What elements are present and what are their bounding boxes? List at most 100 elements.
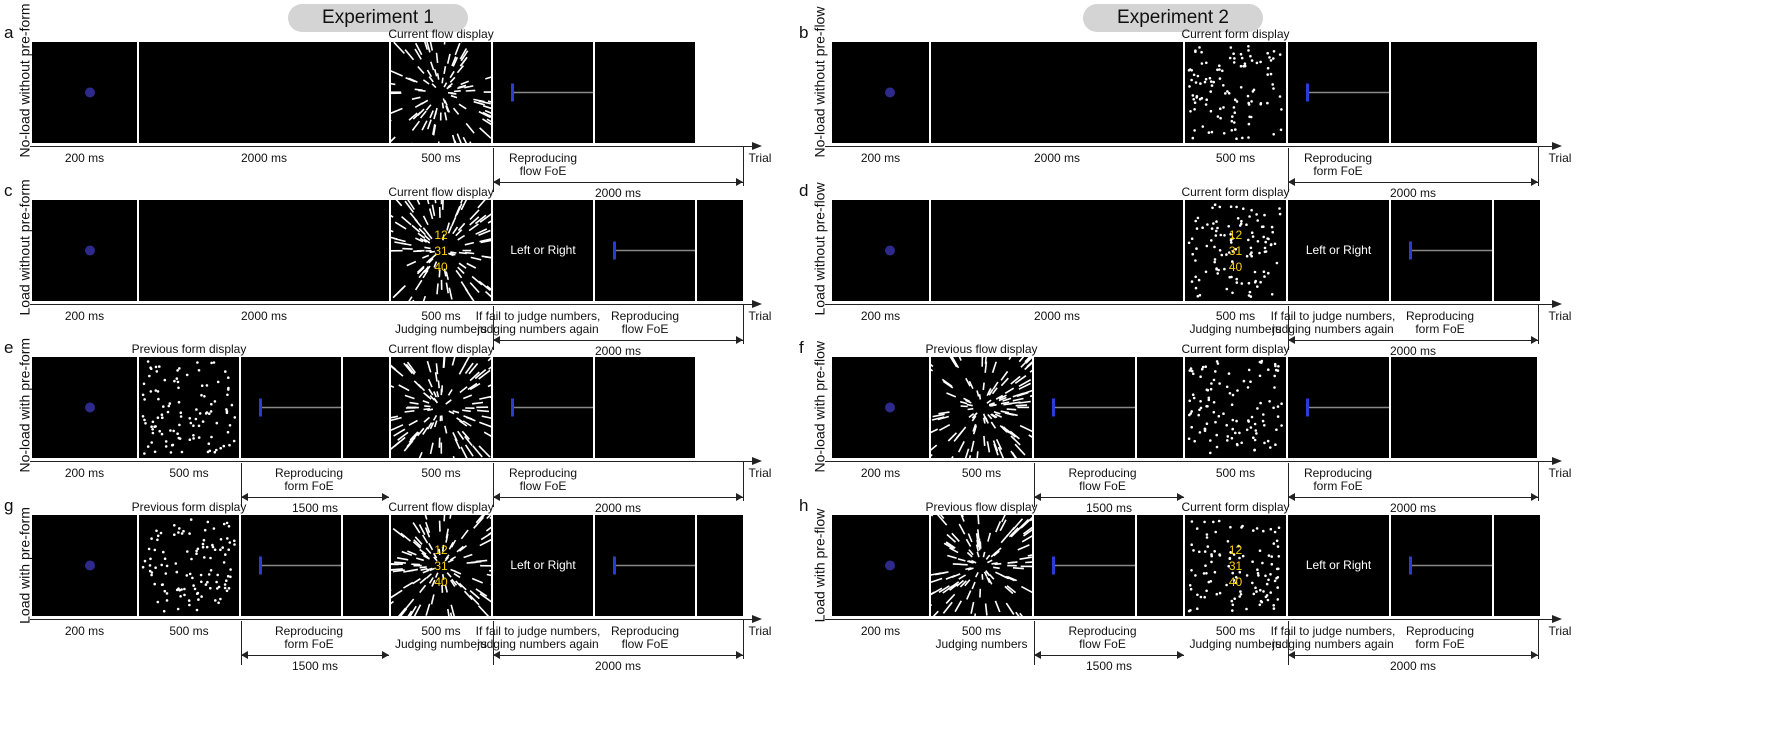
dot <box>1227 251 1231 254</box>
reproducing-label: Reproducing <box>1405 624 1475 638</box>
dot <box>210 402 213 406</box>
duration-2000ms: 2000 ms <box>240 151 288 165</box>
dot <box>1196 74 1200 78</box>
dot <box>1241 554 1245 558</box>
dot <box>1194 50 1197 54</box>
dot <box>162 405 165 408</box>
dot <box>1273 530 1277 534</box>
dot <box>1214 420 1217 424</box>
timeline-arrowhead <box>1552 300 1562 308</box>
dot <box>1239 590 1242 593</box>
previous-display-caption: Previous flow display <box>925 342 1038 356</box>
flow-streak <box>411 96 421 100</box>
dot <box>1212 80 1215 84</box>
flow-streak <box>931 577 943 584</box>
flow-streak <box>970 440 975 452</box>
dim-arrow <box>1177 651 1184 659</box>
frame-graphic <box>1306 398 1389 417</box>
flow-streak <box>469 141 472 143</box>
flow-streak <box>414 536 423 545</box>
dot <box>210 361 213 365</box>
frame-blank <box>139 42 389 143</box>
flow-streak <box>1004 412 1015 416</box>
dot <box>164 572 168 575</box>
trial-label: Trial <box>748 151 772 165</box>
dot <box>188 438 192 441</box>
flow-streak <box>993 443 999 456</box>
dot <box>1216 272 1219 275</box>
dot <box>200 384 204 387</box>
end-tick <box>1538 619 1539 659</box>
duration-500ms: 500 ms <box>169 624 209 638</box>
dot <box>205 384 209 387</box>
dot <box>194 417 198 421</box>
dot <box>1263 246 1267 250</box>
end-tick <box>743 619 744 659</box>
frame-fix <box>32 515 137 616</box>
digit: 12 <box>434 542 448 557</box>
dot <box>1276 415 1280 418</box>
flow-streak <box>416 200 421 205</box>
flow-streak <box>424 405 431 408</box>
flow-streak <box>426 69 433 78</box>
flow-streak <box>454 140 457 143</box>
flow-streak <box>479 395 491 400</box>
flow-streak <box>452 410 460 414</box>
flow-streak <box>444 112 448 121</box>
flow-streak <box>412 578 421 585</box>
frame-fix <box>832 515 929 616</box>
flow-streak <box>995 521 1002 533</box>
dot <box>1222 106 1225 109</box>
digit: 40 <box>1228 574 1243 589</box>
flow-streak <box>432 414 438 421</box>
flow-streak <box>936 515 948 526</box>
condition-label: No-load with pre-form <box>16 337 33 472</box>
dot <box>1230 599 1234 603</box>
flow-streak <box>459 56 468 67</box>
foe-type-label: flow FoE <box>519 479 567 493</box>
flow-streak <box>424 246 431 250</box>
digit: 31 <box>434 243 448 258</box>
dot <box>169 451 173 454</box>
dot <box>1253 270 1257 274</box>
dot <box>1205 536 1209 539</box>
flow-streak <box>982 417 986 424</box>
dim-arrow <box>493 651 500 659</box>
dot <box>1262 529 1265 533</box>
dot <box>156 534 160 538</box>
dot <box>1226 540 1230 543</box>
flow-streak <box>942 601 953 614</box>
flow-streak <box>473 98 485 103</box>
timeline-arrowhead <box>752 457 762 465</box>
dim-tick <box>1288 306 1289 350</box>
dot <box>197 436 201 439</box>
dot <box>197 598 200 601</box>
duration-2000ms: 2000 ms <box>1033 151 1081 165</box>
dot <box>1196 295 1200 298</box>
dot <box>1235 281 1239 284</box>
dot <box>1231 603 1235 607</box>
dot <box>1272 57 1275 60</box>
flow-streak <box>999 519 1007 532</box>
frame-flow <box>391 42 491 143</box>
flow-streak <box>469 282 480 294</box>
dot <box>183 593 186 597</box>
dot <box>1218 205 1222 209</box>
flow-streak <box>1015 611 1020 616</box>
flow-streak <box>966 551 973 558</box>
flow-streak <box>417 65 425 75</box>
flow-streak <box>1022 389 1032 395</box>
flow-streak <box>456 545 464 553</box>
dot <box>201 545 205 549</box>
flow-streak <box>931 416 945 421</box>
flow-streak <box>1000 377 1009 387</box>
dim-arrow <box>1288 651 1295 659</box>
flow-streak <box>407 200 415 210</box>
flow-streak <box>460 200 468 211</box>
dot <box>155 529 158 533</box>
flow-streak <box>426 200 430 205</box>
duration-2000ms: 2000 ms <box>594 659 642 673</box>
dot <box>153 548 157 552</box>
dot <box>1223 234 1226 237</box>
dot <box>159 531 163 535</box>
